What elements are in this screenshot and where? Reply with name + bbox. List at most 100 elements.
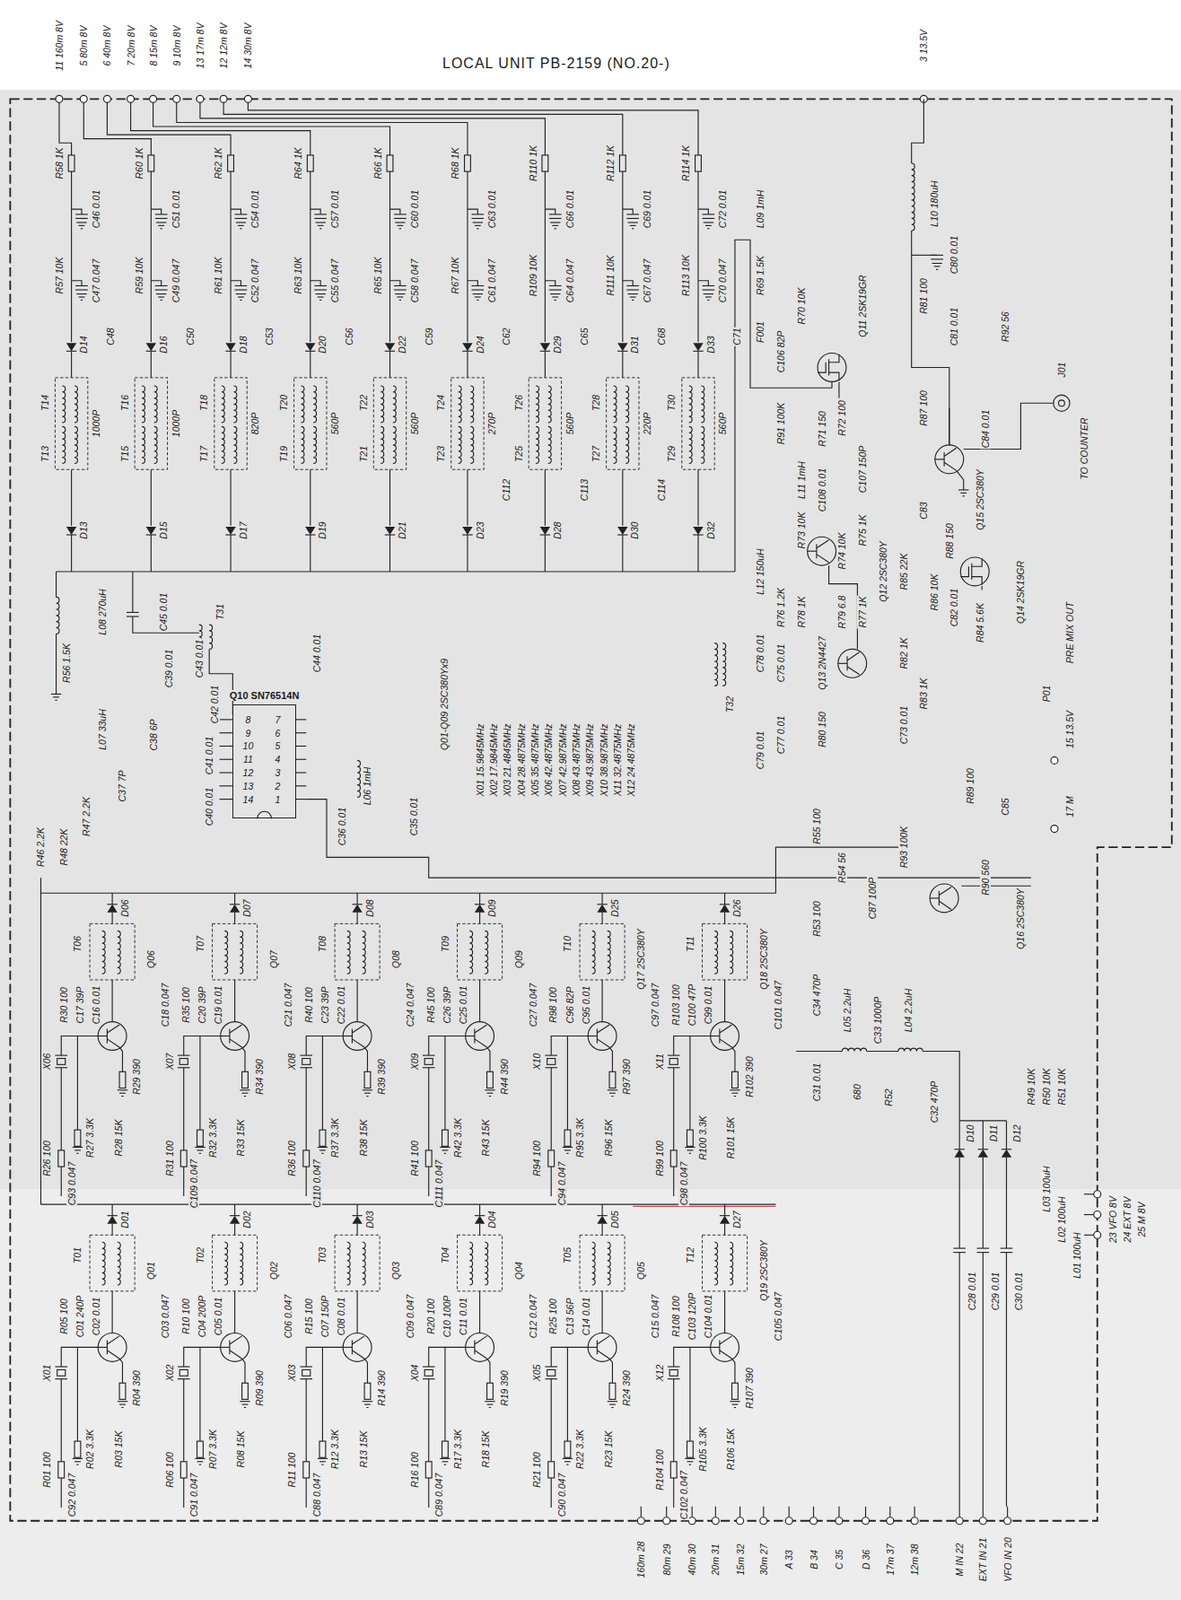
wire	[479, 892, 481, 905]
component-label: X01 15.9845MHz	[474, 723, 486, 798]
component-label: C80 0.01	[948, 235, 960, 276]
component-label: C42 0.01	[209, 684, 220, 726]
crystal-symbol	[54, 1365, 68, 1367]
diode-symbol	[719, 903, 730, 905]
ground-symbol	[319, 299, 322, 301]
component-label: X08	[286, 1052, 298, 1072]
component-label: Q12 2SC380Y	[877, 540, 889, 604]
resistor-symbol	[564, 1129, 571, 1147]
capacitor-symbol	[314, 218, 327, 219]
capacitor-symbol	[75, 288, 88, 290]
component-label: R92 56	[999, 310, 1011, 343]
coil-symbol	[301, 385, 305, 423]
component-label: R38 15K	[358, 1119, 369, 1158]
wire	[309, 171, 311, 342]
component-label: B 34	[808, 1548, 820, 1571]
resistor-symbol	[548, 1150, 555, 1167]
coil-symbol	[233, 385, 237, 423]
component-label: 17m 37	[884, 1542, 896, 1576]
coil-symbol	[221, 385, 225, 423]
wire	[55, 633, 57, 694]
component-label: D11	[988, 1123, 999, 1142]
coil-symbol	[209, 624, 212, 649]
diode-symbol	[66, 526, 77, 535]
wire	[602, 892, 604, 905]
coil-symbol	[117, 930, 121, 974]
coil-symbol	[592, 930, 595, 974]
ground-symbol	[157, 296, 165, 298]
component-label: R39 390	[376, 1058, 387, 1096]
component-label: C114	[656, 478, 667, 502]
transistor-symbol	[596, 1350, 610, 1359]
component-label: T18	[198, 393, 210, 412]
component-label: C58 0.047	[409, 258, 420, 304]
shield-can	[457, 1234, 503, 1292]
shield-can	[579, 1234, 625, 1292]
transistor-symbol	[465, 1332, 495, 1362]
transistor-symbol	[596, 1336, 610, 1345]
crystal-symbol	[422, 1055, 436, 1057]
wire	[665, 1506, 667, 1517]
transistor-symbol	[342, 1347, 352, 1348]
wire	[673, 1379, 674, 1462]
coil-symbol	[233, 426, 237, 464]
diode-symbol	[596, 1215, 607, 1225]
component-label: C01 240P	[74, 1294, 86, 1339]
component-label: C09 0.047	[404, 1294, 416, 1339]
terminal-pin	[785, 1517, 793, 1525]
wire	[697, 469, 699, 526]
component-label: R90 560	[979, 858, 991, 897]
component-label: R69 1.5K	[754, 254, 766, 297]
diode-symbol	[229, 1215, 240, 1225]
wire	[77, 1035, 79, 1130]
component-label: Q18 2SC380Y	[758, 927, 770, 991]
component-label: R113 10K	[680, 253, 692, 298]
wire	[150, 171, 152, 342]
component-label: C103 120P	[686, 1292, 698, 1342]
component-label: D04	[486, 1210, 498, 1230]
component-label: D07	[241, 899, 253, 919]
transistor-symbol	[97, 1022, 127, 1051]
resistor-symbol	[442, 1129, 449, 1147]
component-label: 3 13.5V	[918, 28, 929, 63]
component-label: R37 3.3K	[329, 1117, 341, 1159]
wire	[77, 1347, 79, 1442]
shield-can	[54, 377, 88, 470]
component-label: D27	[731, 1210, 743, 1230]
wire	[838, 1506, 840, 1517]
component-label: C104 0.01	[702, 1294, 714, 1339]
component-label: Q13 2N4427	[816, 636, 828, 692]
wire	[609, 1047, 613, 1072]
component-label: R46 2.2K	[34, 826, 46, 868]
wire	[322, 1035, 324, 1130]
transistor-symbol	[944, 462, 957, 471]
fet-symbol	[971, 558, 982, 567]
component-label: Q01-Q09 2SC380Yx9	[438, 657, 450, 752]
component-label: X09	[409, 1052, 420, 1072]
ground-symbol	[364, 1404, 371, 1406]
component-label: C59	[423, 327, 435, 347]
wire	[444, 1035, 446, 1130]
ground-symbol	[628, 293, 639, 295]
wire	[306, 1379, 307, 1462]
component-label: C94 0.047	[556, 1161, 568, 1207]
wire	[357, 912, 359, 925]
wire	[357, 1291, 359, 1337]
shield-can	[334, 923, 380, 980]
ground-symbol	[732, 1404, 739, 1406]
component-label: D15	[157, 521, 169, 541]
component-label: 1000P	[90, 409, 102, 438]
component-label: C 35	[833, 1548, 845, 1571]
component-label: 15m 32	[734, 1542, 746, 1576]
wire	[309, 469, 311, 526]
component-label: C97 0.047	[649, 982, 661, 1028]
wire	[389, 209, 400, 215]
ground-symbol	[117, 1089, 128, 1091]
component-label: Q17 2SC380Y	[635, 927, 647, 991]
ground-symbol	[611, 1095, 613, 1097]
wire	[306, 1035, 343, 1056]
wire	[150, 469, 152, 526]
component-label: 15 13.5V	[1064, 709, 1076, 750]
capacitor-symbol	[155, 218, 168, 219]
